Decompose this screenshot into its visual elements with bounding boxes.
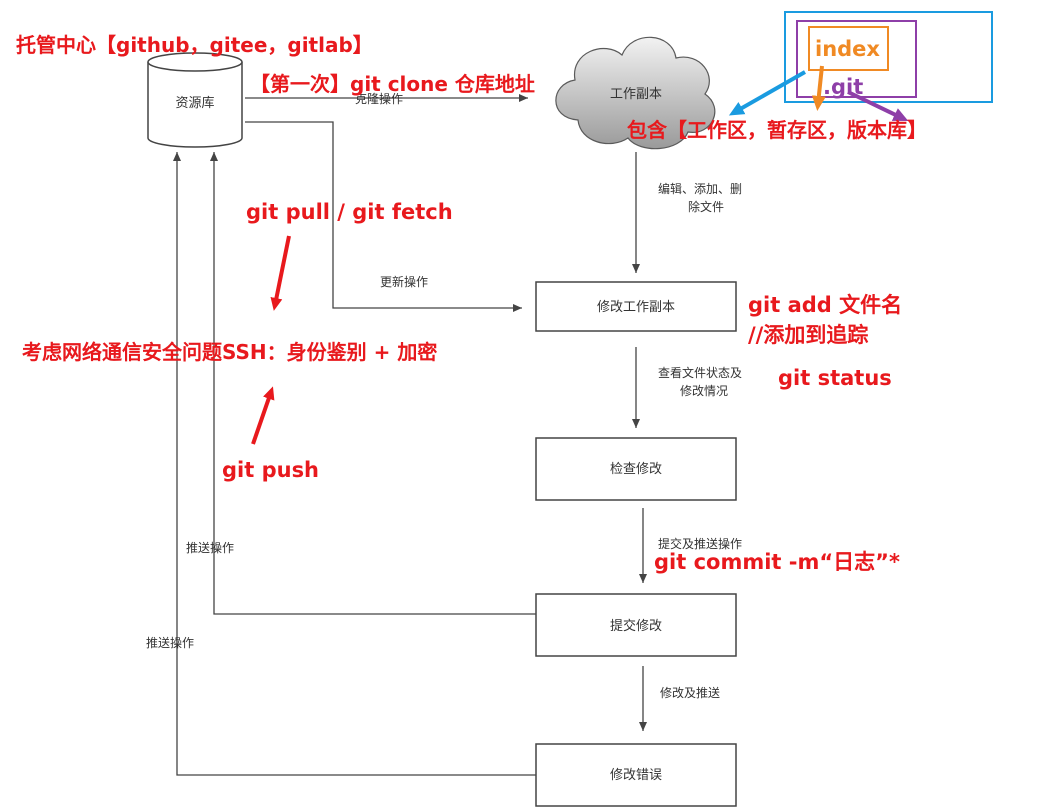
commit-annotation: git commit -m“日志”* bbox=[654, 550, 900, 574]
add-annotation: git add 文件名 bbox=[748, 293, 902, 317]
update-label: 更新操作 bbox=[380, 274, 428, 289]
push-arrow-commit bbox=[210, 152, 536, 615]
status-annotation: git status bbox=[778, 366, 892, 390]
index-frame bbox=[808, 26, 889, 71]
fix-box bbox=[535, 743, 737, 807]
first-clone-annotation: 【第一次】git clone 仓库地址 bbox=[250, 72, 535, 96]
edit-label-1: 编辑、添加、删 bbox=[658, 181, 742, 196]
pull-red-arrow bbox=[270, 235, 291, 311]
add-comment-annotation: //添加到追踪 bbox=[748, 323, 868, 347]
modify-push-label: 修改及推送 bbox=[660, 685, 720, 700]
review-label: 检查修改 bbox=[610, 462, 662, 477]
status-label-1: 查看文件状态及 bbox=[658, 365, 742, 380]
repository-label: 资源库 bbox=[175, 95, 214, 111]
commit-box bbox=[535, 593, 737, 657]
ssh-annotation: 考虑网络通信安全问题SSH：身份鉴别 + 加密 bbox=[22, 340, 437, 364]
index-text: index bbox=[815, 37, 880, 61]
orange-pointer-arrow bbox=[811, 65, 826, 111]
fix-label: 修改错误 bbox=[610, 768, 662, 783]
commit-label: 提交修改 bbox=[610, 618, 662, 634]
modify-copy-box bbox=[535, 281, 737, 332]
git-frame bbox=[784, 11, 993, 103]
push-annotation: git push bbox=[222, 458, 319, 482]
pull-fetch-annotation: git pull / git fetch bbox=[246, 200, 453, 224]
edit-label-2: 除文件 bbox=[688, 199, 724, 214]
blue-pointer-arrow bbox=[728, 70, 806, 116]
commit-push-label: 提交及推送操作 bbox=[658, 536, 742, 551]
status-label-2: 修改情况 bbox=[680, 383, 728, 398]
clone-label: 克隆操作 bbox=[355, 91, 403, 106]
contains-annotation: 包含【工作区，暂存区，版本库】 bbox=[627, 118, 927, 142]
working-copy-label: 工作副本 bbox=[610, 87, 662, 102]
push-label-2: 推送操作 bbox=[146, 635, 194, 650]
push-red-arrow bbox=[251, 386, 275, 445]
repository-node: 资源库 bbox=[147, 52, 243, 148]
review-box bbox=[535, 437, 737, 501]
push-label-1: 推送操作 bbox=[186, 540, 234, 555]
working-copy-node: 工作副本 bbox=[555, 36, 716, 150]
update-arrow bbox=[245, 121, 522, 312]
purple-pointer-arrow bbox=[847, 90, 909, 122]
modify-copy-label: 修改工作副本 bbox=[597, 300, 675, 315]
push-arrow-fix bbox=[173, 152, 536, 776]
hosting-annotation: 托管中心【github，gitee，gitlab】 bbox=[16, 33, 373, 57]
